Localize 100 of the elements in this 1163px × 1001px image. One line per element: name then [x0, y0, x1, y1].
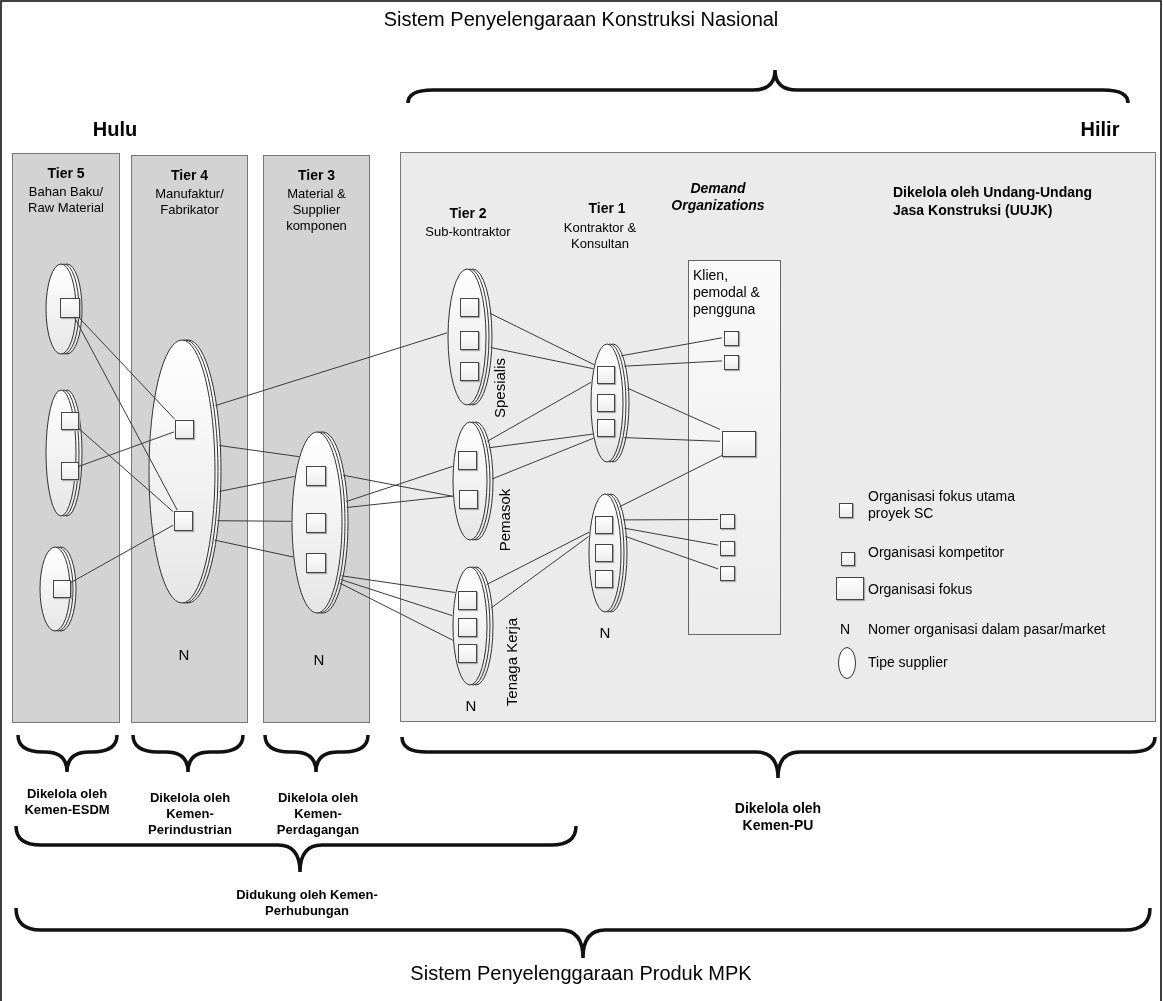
organization-square [53, 580, 71, 598]
supplier-ellipse [149, 339, 221, 604]
count-label: N [599, 625, 611, 641]
connector-line [77, 427, 174, 513]
organization-square [595, 516, 613, 534]
organization-square [720, 541, 735, 556]
organization-square [597, 366, 615, 384]
connector-line [216, 520, 292, 522]
section-heading: Hulu [92, 118, 138, 140]
tier-heading: Tier 1 [588, 200, 626, 216]
tier-description: Manufaktur/ Fabrikator [154, 186, 225, 218]
connector-line [77, 431, 175, 468]
connector-line [491, 437, 595, 480]
organization-square [597, 394, 615, 412]
organization-square [306, 513, 326, 533]
connector-line [77, 316, 175, 420]
organization-square [595, 544, 613, 562]
supplier-ellipse [589, 493, 627, 613]
organization-square [460, 298, 479, 317]
governance-note: Dikelola oleh Kemen-PU [734, 800, 822, 833]
connector-line [623, 527, 719, 546]
tier-description: Sub-kontraktor [425, 224, 511, 239]
organization-square [597, 419, 615, 437]
connector-line [623, 360, 723, 367]
organization-square [724, 355, 739, 370]
tier-heading: Tier 4 [170, 166, 209, 184]
legend-text: Organisasi fokus [868, 581, 973, 598]
organization-square [458, 644, 477, 663]
organization-square [61, 412, 79, 430]
demand-box [688, 260, 781, 635]
connector-line [219, 475, 296, 492]
system-caption: Sistem Penyelengaraan Konstruksi Nasional [383, 8, 779, 30]
connector-line [624, 535, 719, 570]
connector-line [620, 337, 723, 357]
organization-square [174, 511, 193, 531]
supplier-type-label: Pemasok [497, 488, 513, 552]
supplier-ellipse [453, 566, 493, 686]
connector-line [341, 575, 456, 593]
legend-text: Nomer organisasi dalam pasar/market [868, 621, 1106, 638]
supplier-ellipse [453, 421, 493, 541]
organization-square [458, 618, 477, 637]
organization-square [595, 570, 613, 588]
connector-line [339, 582, 454, 641]
organization-square [61, 462, 79, 480]
connector-line [342, 474, 454, 497]
connector-line [345, 465, 453, 502]
organization-square [720, 514, 735, 529]
organization-square [460, 331, 479, 350]
organization-square [306, 553, 326, 573]
supplier-ellipse [46, 263, 82, 355]
organization-square [460, 362, 479, 381]
organization-square [720, 566, 735, 581]
connector-line [488, 433, 594, 449]
governance-note: Dikelola oleh Undang-Undang Jasa Konstruksi (UUJK) [893, 183, 1094, 219]
tier-heading: Tier 5 [47, 164, 85, 182]
organization-square [60, 298, 80, 318]
legend-text: Organisasi kompetitor [868, 544, 1005, 561]
connector-line [490, 347, 594, 370]
connector-line [69, 524, 174, 584]
connector-line [214, 332, 448, 407]
supplier-type-label: Tenaga Kerja [504, 617, 520, 707]
organization-square [459, 490, 478, 509]
governance-note: Dikelola oleh Kemen-ESDM [24, 786, 110, 817]
connector-line [619, 454, 724, 508]
section-heading: Hilir [1080, 118, 1120, 140]
connector-line [214, 539, 294, 558]
governance-note: Didukung oleh Kemen-Perhubungan [236, 887, 378, 918]
connector-line [490, 536, 590, 609]
domain-panel [400, 152, 1156, 722]
supplier-ellipse [292, 431, 348, 614]
tier-heading: Tier 2 [449, 205, 487, 221]
connector-line [486, 531, 590, 585]
connector-line [346, 495, 454, 508]
connector-line [622, 519, 719, 521]
group-label: Klien, pemodal & pengguna [693, 267, 761, 318]
legend-text: Tipe supplier [868, 654, 948, 671]
count-label: N [465, 698, 477, 714]
organization-square [458, 591, 477, 610]
organization-square [175, 420, 194, 439]
tier-description: Kontraktor & Konsultan [563, 220, 637, 251]
organization-square [724, 331, 739, 346]
supplier-ellipse [46, 389, 82, 517]
supplier-ellipse [591, 343, 629, 463]
supplier-ellipse [448, 268, 492, 406]
connector-line [627, 387, 721, 430]
connector-line [218, 445, 300, 458]
tier-description: Material & Supplier komponen [285, 186, 348, 234]
connector-line [489, 312, 595, 366]
tier-heading: Tier 3 [297, 166, 336, 184]
organization-square [306, 466, 326, 486]
organization-square [722, 431, 756, 457]
governance-note: Dikelola oleh Kemen-Perindustrian [148, 790, 232, 837]
system-caption: Sistem Penyelenggaraan Produk MPK [410, 962, 752, 984]
tier-panel [263, 155, 370, 723]
tier-panel [12, 153, 120, 723]
connector-line [73, 316, 178, 511]
tier-panel [131, 155, 248, 723]
group-heading: Demand Organizations [671, 180, 765, 213]
supplier-type-label: Spesialis [492, 358, 508, 418]
tier-description: Bahan Baku/ Raw Material [27, 184, 105, 216]
